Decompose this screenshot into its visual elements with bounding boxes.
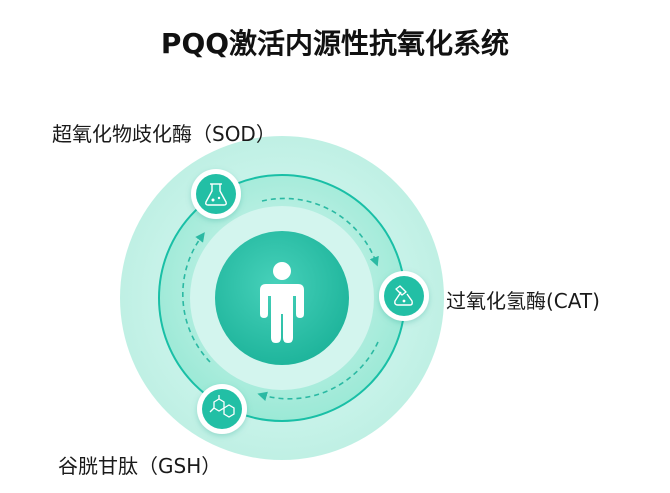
sod-label: 超氧化物歧化酶（SOD） — [52, 122, 276, 146]
cycle-arrow-sod-to-cat — [261, 197, 379, 267]
diagram-title: PQQ激活内源性抗氧化系统 — [160, 27, 510, 60]
cat-node — [379, 271, 429, 321]
person-icon — [260, 262, 304, 343]
molecule-icon — [209, 395, 235, 418]
beaker-icon — [394, 285, 413, 306]
cycle-arrow-gsh-to-sod — [182, 232, 211, 363]
gsh-label: 谷胱甘肽（GSH） — [58, 454, 222, 478]
flask-icon — [205, 183, 227, 206]
cycle-arrow-cat-to-gsh — [257, 341, 379, 401]
cat-label: 过氧化氢酶(CAT) — [446, 289, 600, 313]
sod-node — [191, 169, 241, 219]
